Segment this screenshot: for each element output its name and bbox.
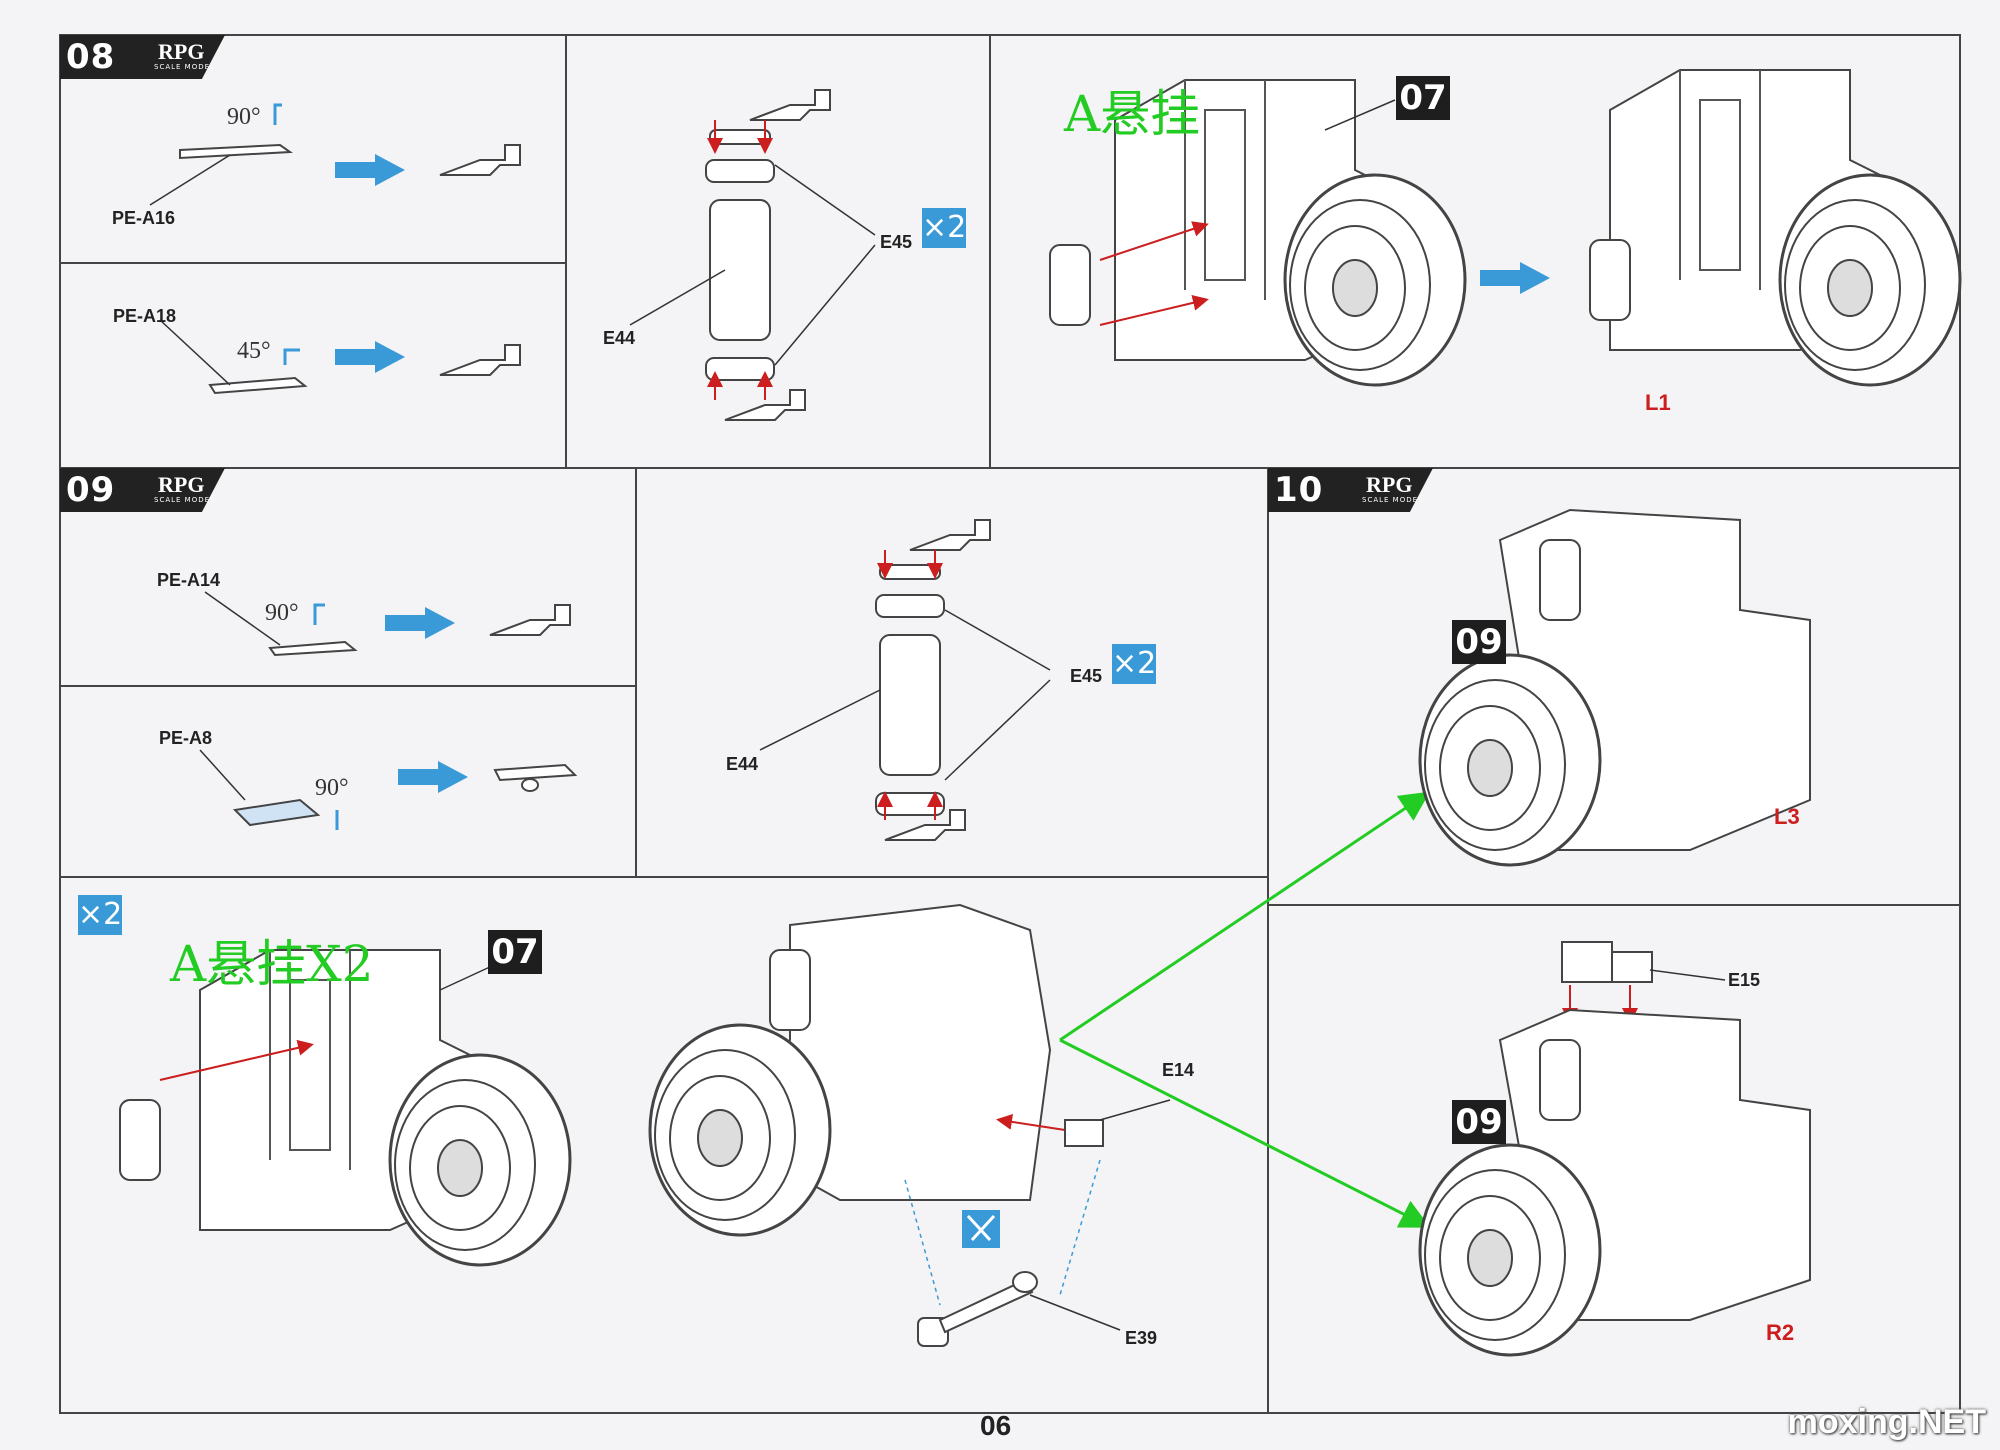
brand-logo: RPG (158, 39, 205, 64)
label-e15: E15 (1728, 970, 1761, 990)
pe-a14-bent-part (489, 604, 571, 636)
note-a-suspension-x2: A悬挂X2 (170, 935, 374, 993)
pe-a16-flat-part (149, 103, 293, 206)
e15-part (1561, 941, 1726, 1024)
pe-a8-flat-part (199, 749, 339, 830)
ref-07: 07 (1396, 76, 1450, 120)
page-number: 06 (980, 1410, 1012, 1441)
brand-sub: SCALE MODEL (154, 496, 215, 504)
label-e39: E39 (1125, 1328, 1158, 1348)
label-pe-a16: PE-A16 (112, 208, 176, 228)
assembly-l1 (1589, 69, 1962, 387)
pe-a8-bent-part (493, 763, 578, 792)
angle-45: 45° (237, 338, 271, 364)
angle-90: 90° (227, 104, 261, 130)
assembly-r2 (1418, 1008, 1811, 1357)
pe-a18-flat-part (159, 319, 308, 395)
result-l3: L3 (1774, 804, 1800, 829)
brand-logo: RPG (158, 472, 205, 497)
step-number: 08 (66, 37, 116, 77)
label-e45: E45 (880, 232, 913, 252)
ref-09: 09 (1452, 1100, 1506, 1144)
pe-a14-flat-part (204, 591, 358, 657)
assembly-l3 (1418, 508, 1811, 867)
e39-link (917, 1271, 1121, 1347)
watermark: moxing.NET (1787, 1403, 1986, 1441)
label-pe-a8: PE-A8 (159, 728, 213, 748)
angle-90: 90° (315, 775, 349, 801)
step-number: 10 (1274, 470, 1324, 510)
multiplier-badge: ×2 (922, 208, 966, 248)
brand-sub: SCALE MODEL (1362, 496, 1423, 504)
result-l1: L1 (1645, 390, 1671, 415)
e44-cylinder-09 (759, 519, 1051, 841)
ref-07: 07 (488, 930, 542, 974)
note-a-suspension: A悬挂 (1064, 85, 1201, 143)
pe-a18-bent-part (439, 344, 521, 376)
e44-cylinder-08 (629, 89, 876, 421)
label-e44: E44 (603, 328, 636, 348)
label-e44: E44 (726, 754, 759, 774)
step-number: 09 (66, 470, 116, 510)
label-e14: E14 (1162, 1060, 1195, 1080)
step-10-badge: 10 RPG SCALE MODEL (1268, 468, 1433, 512)
assembly-07-bottom (119, 949, 572, 1267)
step-08-badge: 08 RPG SCALE MODEL (60, 35, 225, 79)
multiplier-badge: ×2 (1112, 644, 1156, 684)
brand-sub: SCALE MODEL (154, 63, 215, 71)
pe-a16-bent-part (439, 144, 521, 176)
angle-90: 90° (265, 600, 299, 626)
ref-09: 09 (1452, 620, 1506, 664)
result-r2: R2 (1766, 1320, 1795, 1345)
brand-logo: RPG (1366, 472, 1413, 497)
label-pe-a18: PE-A18 (113, 306, 177, 326)
label-pe-a14: PE-A14 (157, 570, 221, 590)
label-e45: E45 (1070, 666, 1103, 686)
step-09-badge: 09 RPG SCALE MODEL (60, 468, 225, 512)
assembly-rotated (648, 903, 1101, 1306)
multiplier-badge: ×2 (78, 895, 122, 935)
assembly-07-left (1049, 79, 1467, 387)
e14-part (1064, 1099, 1171, 1147)
cut-icon (962, 1210, 1000, 1248)
